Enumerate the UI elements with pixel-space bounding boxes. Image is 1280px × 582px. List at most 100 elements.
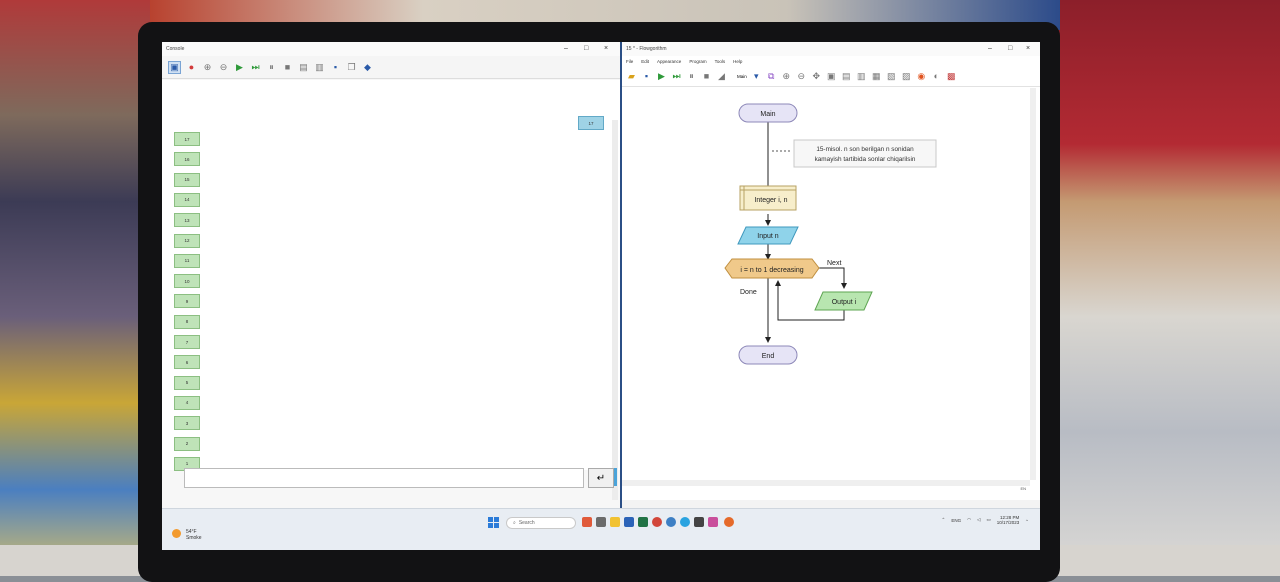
clock-date: 10/17/2023 — [996, 520, 1020, 525]
console-icon[interactable]: ▥ — [857, 70, 866, 81]
input-block[interactable] — [737, 226, 799, 245]
tray-chevron-icon[interactable]: ⌃ — [941, 517, 946, 522]
speaker-icon[interactable]: ◁ — [977, 517, 981, 522]
file-explorer-icon[interactable] — [610, 517, 620, 527]
comment-box[interactable] — [793, 139, 937, 168]
start-terminal[interactable] — [738, 103, 798, 123]
chat-view-icon[interactable]: ▤ — [299, 61, 308, 72]
weather-temp: 54°F — [186, 529, 197, 535]
menu-help[interactable]: Help — [733, 58, 743, 64]
taskbar: 54°F Smoke ⌕ Search ⌃ ENG ◠ ◁ ▭ 12:28 PM… — [162, 508, 1040, 550]
manage-functions-icon[interactable]: ⧉ — [768, 70, 775, 81]
minimize-button[interactable]: – — [564, 45, 568, 52]
zoom-out-icon[interactable]: ⊖ — [219, 61, 228, 72]
flow-minimize-button[interactable]: – — [988, 45, 992, 52]
flow-horizontal-scrollbar[interactable] — [622, 480, 1030, 486]
run-icon[interactable]: ▶ — [236, 61, 243, 72]
edge-icon[interactable] — [666, 517, 676, 527]
console-enter-button[interactable]: ↵ — [588, 468, 614, 488]
menu-program[interactable]: Program — [689, 58, 707, 64]
output-bubble: 7 — [174, 335, 200, 349]
console-scrollbar-thumb[interactable] — [613, 468, 617, 486]
chrome-icon[interactable] — [652, 517, 662, 527]
flowchart-canvas[interactable]: Main 15-misol. n son berilgan n sonidan … — [622, 88, 1030, 480]
weather-desc: Smoke — [186, 535, 202, 541]
stop-icon[interactable]: ■ — [703, 70, 710, 81]
maximize-button[interactable]: □ — [584, 45, 589, 52]
flow-vertical-scrollbar[interactable] — [1030, 88, 1036, 480]
record-icon[interactable]: ● — [188, 61, 195, 72]
console-scrollbar[interactable] — [612, 120, 618, 500]
app-icon[interactable] — [708, 517, 718, 527]
chrome-like-icon[interactable]: ◉ — [917, 70, 926, 81]
excel-icon[interactable] — [638, 517, 648, 527]
save-icon[interactable]: ▪ — [644, 70, 649, 81]
terminal-icon[interactable] — [694, 517, 704, 527]
task-view-icon[interactable] — [596, 517, 606, 527]
flowgorithm-icon[interactable] — [724, 517, 734, 527]
export-icon[interactable]: ▨ — [902, 70, 911, 81]
flow-close-button[interactable]: × — [1026, 45, 1031, 52]
settings-icon[interactable]: ▩ — [947, 70, 956, 81]
output-bubble: 2 — [174, 436, 200, 451]
theme-icon[interactable]: ◐ — [933, 70, 939, 81]
variable-watch-icon[interactable]: ▤ — [842, 70, 851, 81]
menu-file[interactable]: File — [626, 58, 634, 64]
menu-tools[interactable]: Tools — [714, 58, 726, 64]
stop-icon[interactable]: ■ — [284, 61, 291, 72]
function-dropdown[interactable]: Main — [737, 73, 747, 79]
chart-icon[interactable]: ▧ — [887, 70, 896, 81]
weather-widget[interactable]: 54°F Smoke — [172, 529, 202, 541]
pause-icon[interactable]: ⏸ — [269, 61, 274, 72]
chat-icon[interactable] — [624, 517, 634, 527]
run-icon[interactable]: ▶ — [658, 70, 665, 81]
menu-appearance[interactable]: Appearance — [657, 58, 682, 64]
pause-icon[interactable]: ⏸ — [689, 70, 694, 81]
declare-label: Integer i, n — [754, 197, 787, 204]
windows-start-icon[interactable] — [488, 517, 499, 528]
loop-label: i = n to 1 decreasing — [740, 267, 803, 274]
taskbar-search[interactable]: ⌕ Search — [506, 517, 576, 529]
clock[interactable]: 12:28 PM 10/17/2023 — [997, 515, 1020, 525]
search-placeholder: Search — [518, 520, 535, 526]
source-code-icon[interactable]: ▦ — [872, 70, 881, 81]
zoom-in-icon[interactable]: ⊕ — [782, 70, 791, 81]
zoom-in-icon[interactable]: ⊕ — [203, 61, 212, 72]
flow-maximize-button[interactable]: □ — [1008, 45, 1013, 52]
clock-time: 12:28 PM — [1000, 515, 1020, 520]
end-terminal[interactable] — [738, 345, 798, 365]
comment-line-1: 15-misol. n son berilgan n sonidan — [816, 146, 914, 153]
copy-icon[interactable]: ❐ — [347, 61, 356, 72]
system-tray: ⌃ ENG ◠ ◁ ▭ 12:28 PM 10/17/2023 ◔ — [942, 515, 1028, 525]
output-bubble: 11 — [174, 253, 200, 268]
step-icon[interactable]: ⏭ — [672, 70, 681, 81]
console-input-field[interactable] — [184, 468, 584, 488]
step-icon[interactable]: ⏭ — [251, 61, 260, 72]
layout-icon[interactable]: ▣ — [827, 70, 836, 81]
close-button[interactable]: × — [604, 45, 609, 52]
output-label: Output i — [832, 299, 857, 306]
output-bubble: 9 — [174, 294, 200, 309]
output-bubble: 10 — [174, 274, 200, 289]
menu-edit[interactable]: Edit — [641, 58, 650, 64]
output-bubble: 8 — [174, 314, 200, 329]
loop-done-label: Done — [740, 289, 757, 296]
notification-icon[interactable]: ◔ — [1025, 517, 1028, 523]
clear-icon[interactable]: ◆ — [364, 61, 371, 72]
zoom-out-icon[interactable]: ⊖ — [797, 70, 806, 81]
battery-icon[interactable]: ▭ — [986, 517, 991, 522]
text-view-icon[interactable]: ▥ — [315, 61, 324, 72]
speed-icon[interactable]: ◢ — [718, 70, 725, 81]
loop-block[interactable] — [724, 258, 820, 279]
chevron-down-icon[interactable]: ▾ — [754, 70, 759, 81]
language-indicator[interactable]: ENG — [951, 517, 962, 523]
layout-icon[interactable]: ▣ — [168, 60, 181, 74]
output-block[interactable] — [814, 291, 873, 311]
save-icon[interactable]: ▪ — [333, 61, 338, 72]
widget-icon[interactable] — [582, 517, 592, 527]
move-icon[interactable]: ✥ — [812, 70, 821, 81]
telegram-icon[interactable] — [680, 517, 690, 527]
open-folder-icon[interactable]: ▰ — [628, 70, 635, 81]
wifi-icon[interactable]: ◠ — [967, 517, 972, 522]
